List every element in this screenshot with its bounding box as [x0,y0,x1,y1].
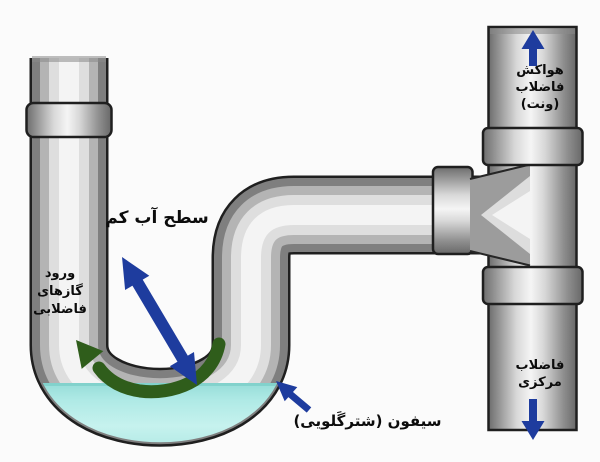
gas-flow-curved-arrow-icon [76,337,226,399]
inlet-pipe-coupling [25,101,113,139]
siphon-pointer-arrow-icon [276,381,312,413]
water-level-double-arrow-icon [122,257,197,385]
vent-up-arrow-icon [521,30,545,66]
horizontal-pipe-coupling [431,165,474,256]
stack-upper-coupling [481,126,584,167]
stack-lower-coupling [481,265,584,306]
main-sewer-down-arrow-icon [521,399,545,440]
inlet-pipe-rim [32,56,106,62]
tee-junction-cone [469,163,531,267]
